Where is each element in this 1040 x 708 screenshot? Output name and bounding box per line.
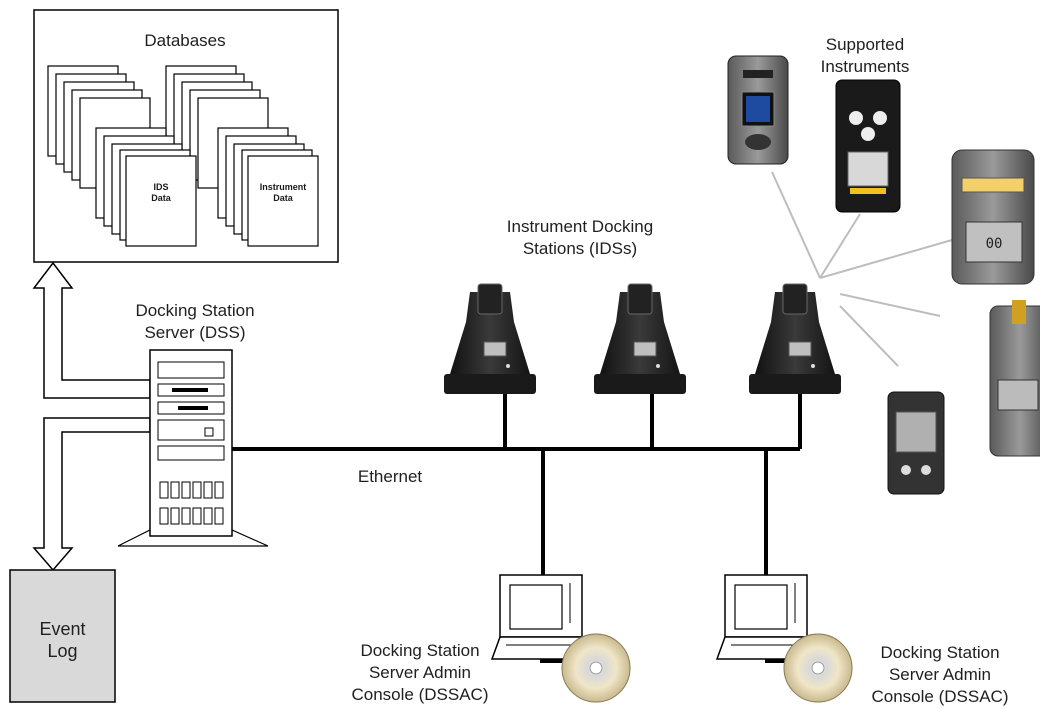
cd-disc-icon: [561, 633, 853, 703]
instrument-data-label: Instrument Data: [259, 182, 307, 203]
ethernet-lines: [232, 393, 802, 575]
dssac-left-label: Docking Station Server Admin Console (DS…: [351, 641, 489, 704]
instrument-spokes: [771, 171, 953, 367]
laptop-icon: [490, 574, 817, 663]
server-tower-icon: [117, 349, 269, 547]
docking-station-icon: [444, 283, 841, 394]
instruments-label: Supported Instruments: [820, 35, 910, 76]
event-log-box: [9, 569, 116, 703]
databases-title: Databases: [144, 31, 226, 50]
dss-label: Docking Station Server (DSS): [135, 301, 255, 342]
ethernet-label: Ethernet: [357, 467, 423, 486]
gas-detector-icon: 00: [727, 55, 1040, 495]
ids-label: Instrument Docking Stations (IDSs): [506, 217, 654, 258]
ids-data-label: IDS Data: [151, 182, 171, 203]
databases-box: [33, 9, 339, 263]
dssac-right-label: Docking Station Server Admin Console (DS…: [871, 643, 1009, 706]
svg-text:00: 00: [986, 236, 1003, 252]
event-log-label: Event Log: [39, 619, 86, 661]
